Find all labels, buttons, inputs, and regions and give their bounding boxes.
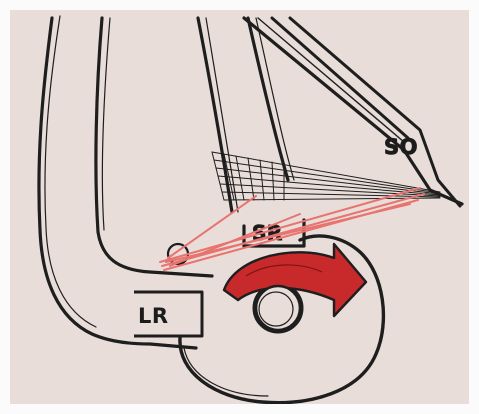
orbit-wall bbox=[39, 16, 212, 348]
superior-rectus-muscle: SR bbox=[198, 18, 304, 246]
cornea-circle bbox=[256, 286, 300, 330]
extraocular-muscle-diagram: LR SO SR bbox=[10, 10, 469, 404]
lr-label: LR bbox=[138, 304, 169, 328]
lateral-rectus-muscle: LR bbox=[134, 292, 202, 336]
so-label: SO bbox=[384, 135, 418, 159]
